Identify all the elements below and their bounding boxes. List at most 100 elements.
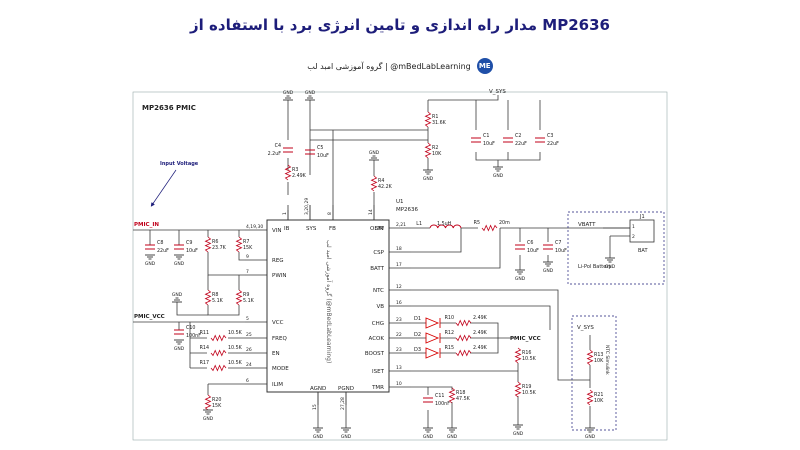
component-ref: R12: [445, 330, 454, 336]
ic-pin-number: 18: [396, 246, 402, 252]
net-pmic-vcc: PMIC_VCC: [134, 314, 165, 320]
ic-pin-number: 9: [246, 254, 249, 260]
component-value: 10.5K: [228, 345, 243, 351]
component-ref: C4: [275, 143, 281, 149]
led-d1-icon: [425, 317, 440, 329]
component-ref: R10: [445, 315, 454, 321]
gnd-label: GND: [605, 264, 616, 270]
gnd-icon: GND: [585, 427, 596, 440]
gnd-label: GND: [493, 173, 504, 179]
ic-pin-name: BOOST: [365, 351, 385, 357]
ic-pin-number: 7: [246, 269, 249, 275]
component-value: 100nF: [186, 333, 201, 339]
component-value: 10.5K: [522, 356, 537, 362]
ic-pin-number: 25: [246, 332, 252, 338]
net-vbatt: VBATT: [578, 222, 596, 228]
ic-pin-number: 1: [282, 212, 288, 215]
component-ref: C10: [186, 325, 195, 331]
component-ref: C2: [515, 133, 521, 139]
ic-watermark: گروه آموزشی امبد لب (@mBedLabLearning): [325, 240, 334, 363]
battery-ref: J1: [639, 214, 645, 220]
component-ref: L1: [416, 221, 422, 227]
component-value: 47.5K: [456, 396, 471, 402]
ic-pin-name: VIN: [272, 228, 282, 234]
component-value: 10.5K: [228, 360, 243, 366]
gnd-label: GND: [174, 261, 185, 267]
component-ref: C5: [317, 145, 323, 151]
brand-line: گروه آموزشی امبد لب | @mBedLabLearning M…: [0, 56, 800, 76]
ic-pin-number: 4,19,30: [246, 224, 263, 230]
gnd-label: GND: [543, 268, 554, 274]
gnd-icon: GND: [515, 269, 526, 282]
resistor-r15: R15 2.49K: [445, 345, 488, 357]
component-value: 15K: [243, 245, 253, 251]
led-d1-ref: D1: [414, 316, 421, 322]
component-ref: C3: [547, 133, 553, 139]
ic-pin-number: 22: [396, 332, 402, 338]
ic-pin-number: 27,28: [340, 397, 346, 410]
component-value: 10uF: [555, 248, 567, 254]
component-value: 5.1K: [243, 298, 255, 304]
ic-pin-name: TMR: [371, 385, 384, 391]
ic-pin-number: 16: [396, 300, 402, 306]
component-value: 2.49K: [292, 173, 307, 179]
ic-pin-number: 2,21: [396, 222, 406, 228]
component-ref: R8: [212, 292, 218, 298]
ntc-label: NTC Simulink: [604, 345, 610, 375]
gnd-icon: GND: [605, 257, 616, 270]
component-value: 42.2K: [378, 184, 393, 190]
battery-connector: [629, 219, 655, 243]
component-ref: R2: [432, 145, 438, 151]
gnd-icon: GND: [493, 166, 504, 179]
component-ref: C6: [527, 240, 533, 246]
ic-pin-number: 10: [396, 381, 402, 387]
component-ref: R19: [522, 384, 531, 390]
component-ref: R15: [445, 345, 454, 351]
ic-pin-name: ILIM: [272, 382, 283, 388]
net-v-sys: V_SYS: [489, 89, 506, 95]
component-value: 5.1K: [212, 298, 224, 304]
component-ref: R7: [243, 239, 249, 245]
gnd-label: GND: [423, 176, 434, 182]
ic-pin-number: 13: [396, 365, 402, 371]
component-value: 2.49K: [473, 345, 488, 351]
ic-pin-name: SW: [375, 226, 384, 232]
component-value: 100nF: [435, 401, 450, 407]
ic-pin-name: CHG: [372, 321, 384, 327]
net-pmic-vcc-right: PMIC_VCC: [510, 336, 541, 342]
component-ref: R16: [522, 350, 531, 356]
led-group: D1 D2 D3: [414, 316, 441, 359]
ic-pin-number: 26: [246, 347, 252, 353]
ntc-box: [571, 315, 617, 431]
sheet-title: MP2636 PMIC: [142, 104, 196, 112]
component-value: 10uF: [483, 141, 495, 147]
gnd-icon: GND: [423, 169, 434, 182]
ic-pin-name: MODE: [272, 366, 289, 372]
sheet-border: [132, 91, 668, 441]
gnd-icon: GND: [513, 424, 524, 437]
ic-pin-name: REG: [272, 258, 284, 264]
component-value: 10uF: [527, 248, 539, 254]
ic-pin-name: AGND: [310, 386, 326, 392]
led-d2-ref: D2: [414, 332, 421, 338]
component-ref: C9: [186, 240, 192, 246]
gnd-icon: GND: [369, 150, 380, 161]
gnd-icon: GND: [283, 90, 294, 101]
ic-pin-name: CSP: [373, 250, 384, 256]
